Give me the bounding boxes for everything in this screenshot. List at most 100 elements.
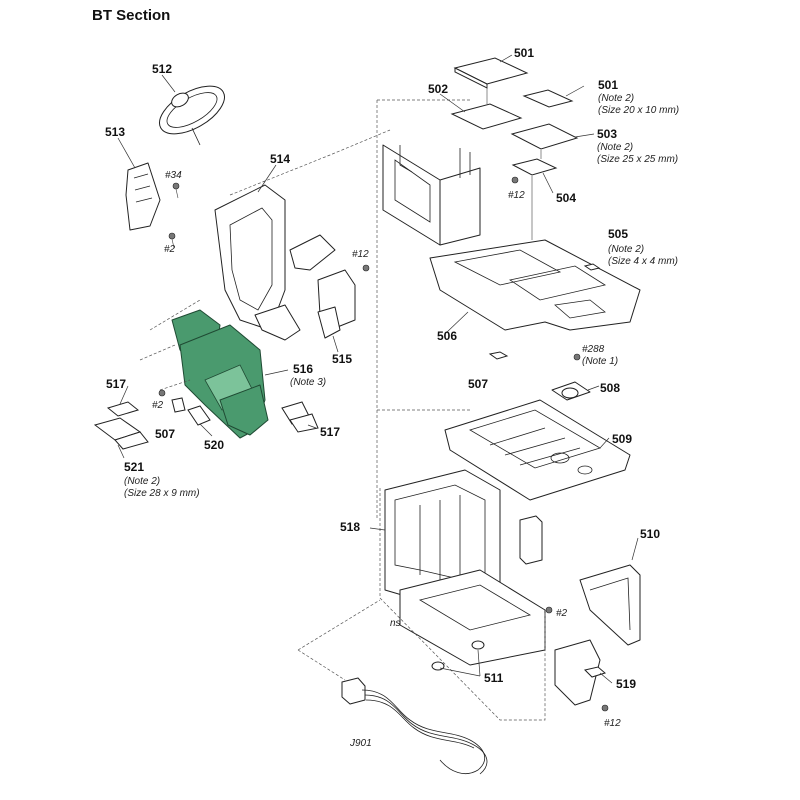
part-507-pad-upper xyxy=(488,351,509,360)
part-519-pad xyxy=(584,666,607,678)
screw-2-bottom xyxy=(545,606,553,614)
leader-501a xyxy=(499,54,513,63)
part-502-sheet xyxy=(450,103,523,130)
part-501-pad-small xyxy=(522,89,574,108)
part-515-bracket xyxy=(289,234,356,339)
screw-34 xyxy=(172,182,180,199)
leader-519 xyxy=(599,672,613,684)
label-screw-34: #34 xyxy=(165,170,182,181)
label-507a: 507 xyxy=(468,377,488,391)
label-screw-288: #288 xyxy=(582,344,605,355)
leader-517a xyxy=(119,385,129,405)
leader-513 xyxy=(117,137,136,169)
label-screw-12c: #12 xyxy=(604,718,621,729)
label-510: 510 xyxy=(640,527,660,541)
part-518-housing xyxy=(384,469,546,666)
leader-506 xyxy=(445,311,469,334)
screw-12-bottom xyxy=(601,704,609,712)
screw-12-side xyxy=(362,264,370,272)
note-505: (Note 2) xyxy=(608,244,644,255)
screw-2-board xyxy=(158,389,166,397)
housing-guide-dashed xyxy=(379,488,546,721)
leader-511 xyxy=(439,649,481,677)
label-504: 504 xyxy=(556,191,576,205)
screw-12-upper xyxy=(511,176,519,184)
assembly-guide-dashed xyxy=(376,99,470,520)
leader-503 xyxy=(574,133,595,138)
screw-288 xyxy=(573,353,581,361)
leader-516 xyxy=(264,369,289,376)
frame-guide-dashed xyxy=(229,129,391,196)
leader-502 xyxy=(439,93,466,113)
leader-518 xyxy=(369,527,386,531)
note-503: (Note 2) xyxy=(597,142,633,153)
size-505: (Size 4 x 4 mm) xyxy=(608,256,678,267)
part-517-tape-left xyxy=(106,401,140,417)
note-501b: (Note 2) xyxy=(598,93,634,104)
label-520: 520 xyxy=(204,438,224,452)
label-501a: 501 xyxy=(514,46,534,60)
leader-510 xyxy=(631,537,639,561)
label-517b: 517 xyxy=(320,425,340,439)
part-504-pad xyxy=(511,158,558,176)
label-513: 513 xyxy=(105,125,125,139)
leader-514 xyxy=(257,164,277,193)
leader-515 xyxy=(332,335,339,353)
label-519: 519 xyxy=(616,677,636,691)
label-501b: 501 xyxy=(598,78,618,92)
part-512-speaker xyxy=(159,85,225,146)
label-512: 512 xyxy=(152,62,172,76)
label-505: 505 xyxy=(608,227,628,241)
part-507-pad-lower xyxy=(171,397,186,413)
part-503-sheet xyxy=(510,123,579,150)
part-509-plate xyxy=(444,399,631,501)
note-516: (Note 3) xyxy=(290,377,326,388)
part-513-side-cover xyxy=(125,162,161,231)
size-503: (Size 25 x 25 mm) xyxy=(597,154,678,165)
label-517a: 517 xyxy=(106,377,126,391)
label-screw-2a: #2 xyxy=(164,244,176,255)
note-521: (Note 2) xyxy=(124,476,160,487)
part-506-frame xyxy=(382,144,641,331)
cable-guide-dashed xyxy=(297,599,381,681)
label-screw-2b: #2 xyxy=(152,400,164,411)
part-j901-cable xyxy=(341,677,488,775)
part-520-pad xyxy=(187,405,211,426)
label-514: 514 xyxy=(270,152,290,166)
screw-2-upper xyxy=(168,232,176,249)
label-ns: ns xyxy=(390,618,401,629)
part-516-green-board xyxy=(171,309,269,439)
leader-509 xyxy=(599,437,610,449)
label-509: 509 xyxy=(612,432,632,446)
size-521: (Size 28 x 9 mm) xyxy=(124,488,200,499)
label-515: 515 xyxy=(332,352,352,366)
leader-521 xyxy=(117,444,125,459)
label-503: 503 xyxy=(597,127,617,141)
board-guide-dashed xyxy=(139,299,201,391)
size-501b: (Size 20 x 10 mm) xyxy=(598,105,679,116)
label-502: 502 xyxy=(428,82,448,96)
label-506: 506 xyxy=(437,329,457,343)
label-518: 518 xyxy=(340,520,360,534)
section-title: BT Section xyxy=(92,7,170,24)
part-508-bracket xyxy=(551,381,591,401)
label-screw-12a: #12 xyxy=(508,190,525,201)
part-517-tape-right xyxy=(281,401,319,433)
part-511-feet xyxy=(431,640,485,671)
part-521-tape xyxy=(93,417,149,450)
part-small-connector xyxy=(519,515,543,565)
pad-guide-lines xyxy=(486,85,542,240)
leader-508 xyxy=(587,385,600,391)
leader-512 xyxy=(161,74,176,93)
label-508: 508 xyxy=(600,381,620,395)
note-screw-288: (Note 1) xyxy=(582,356,618,367)
label-511: 511 xyxy=(484,671,504,685)
leader-520 xyxy=(199,423,213,437)
label-j901: J901 xyxy=(349,738,372,749)
part-514-grip-frame xyxy=(214,184,301,341)
label-521: 521 xyxy=(124,460,144,474)
leader-501b xyxy=(565,85,585,97)
label-516: 516 xyxy=(293,362,313,376)
label-screw-12b: #12 xyxy=(352,249,369,260)
